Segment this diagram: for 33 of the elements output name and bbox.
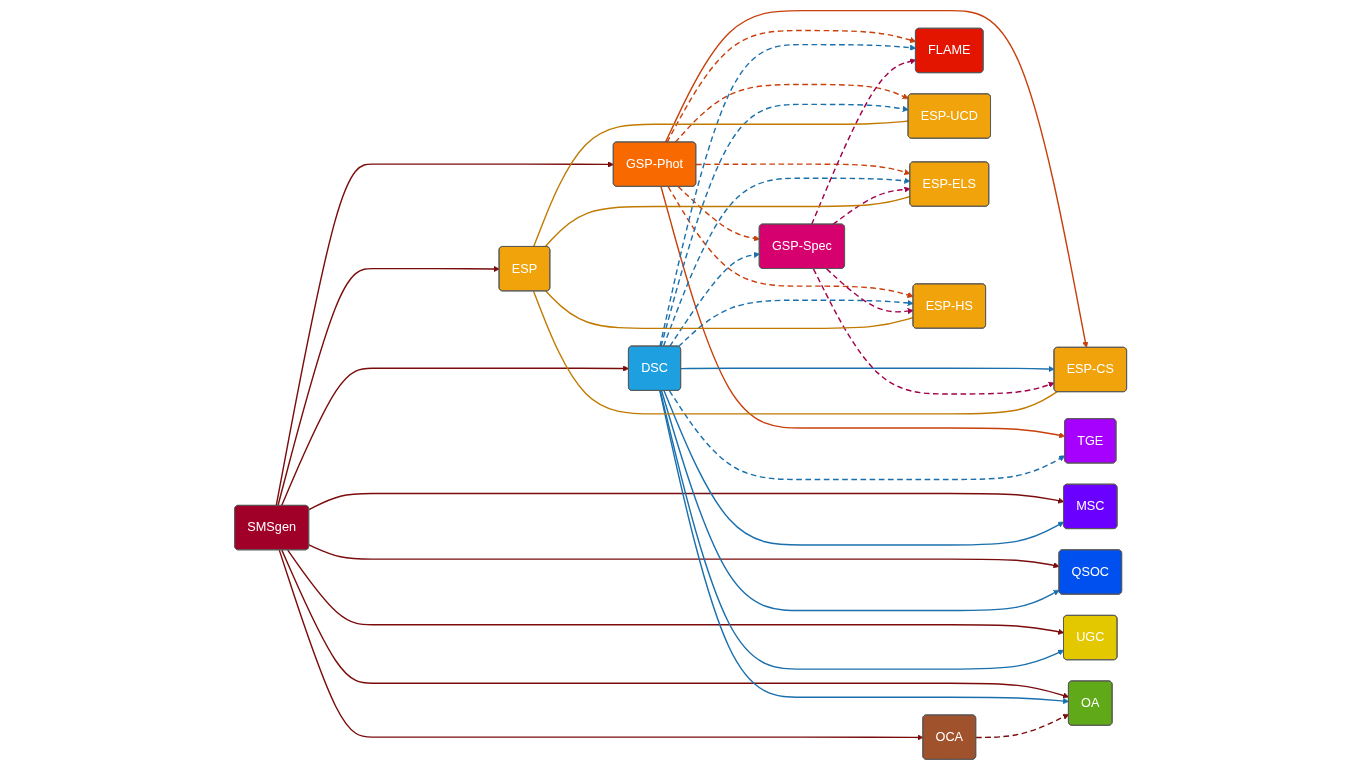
arrow — [663, 390, 1065, 546]
arrow — [275, 161, 615, 507]
arrow — [660, 103, 910, 348]
arrow — [669, 390, 1066, 481]
arrow — [281, 365, 630, 507]
arrow — [826, 268, 914, 315]
connector — [545, 290, 915, 330]
arrow — [975, 714, 1070, 739]
arrow — [813, 268, 1055, 395]
arrow — [811, 58, 917, 226]
arrow — [665, 9, 1089, 348]
arrow — [308, 492, 1065, 511]
connector — [544, 195, 912, 248]
arrow — [308, 544, 1060, 569]
arrow — [680, 365, 1055, 373]
arrow — [281, 549, 1070, 699]
arrow — [832, 186, 911, 226]
arrow — [678, 299, 914, 348]
connector — [533, 290, 1058, 415]
arrow — [677, 186, 761, 242]
arrow — [674, 83, 910, 143]
arrow — [277, 265, 501, 507]
arrow — [661, 390, 1060, 612]
arrow — [666, 29, 917, 143]
arrow — [667, 186, 914, 298]
arrow — [695, 163, 911, 176]
arrow — [660, 186, 1066, 439]
connector — [533, 120, 910, 248]
arrow — [659, 43, 917, 348]
arrow — [669, 251, 761, 348]
arrow — [279, 549, 924, 741]
arrow — [287, 549, 1065, 635]
arrow — [663, 177, 911, 348]
